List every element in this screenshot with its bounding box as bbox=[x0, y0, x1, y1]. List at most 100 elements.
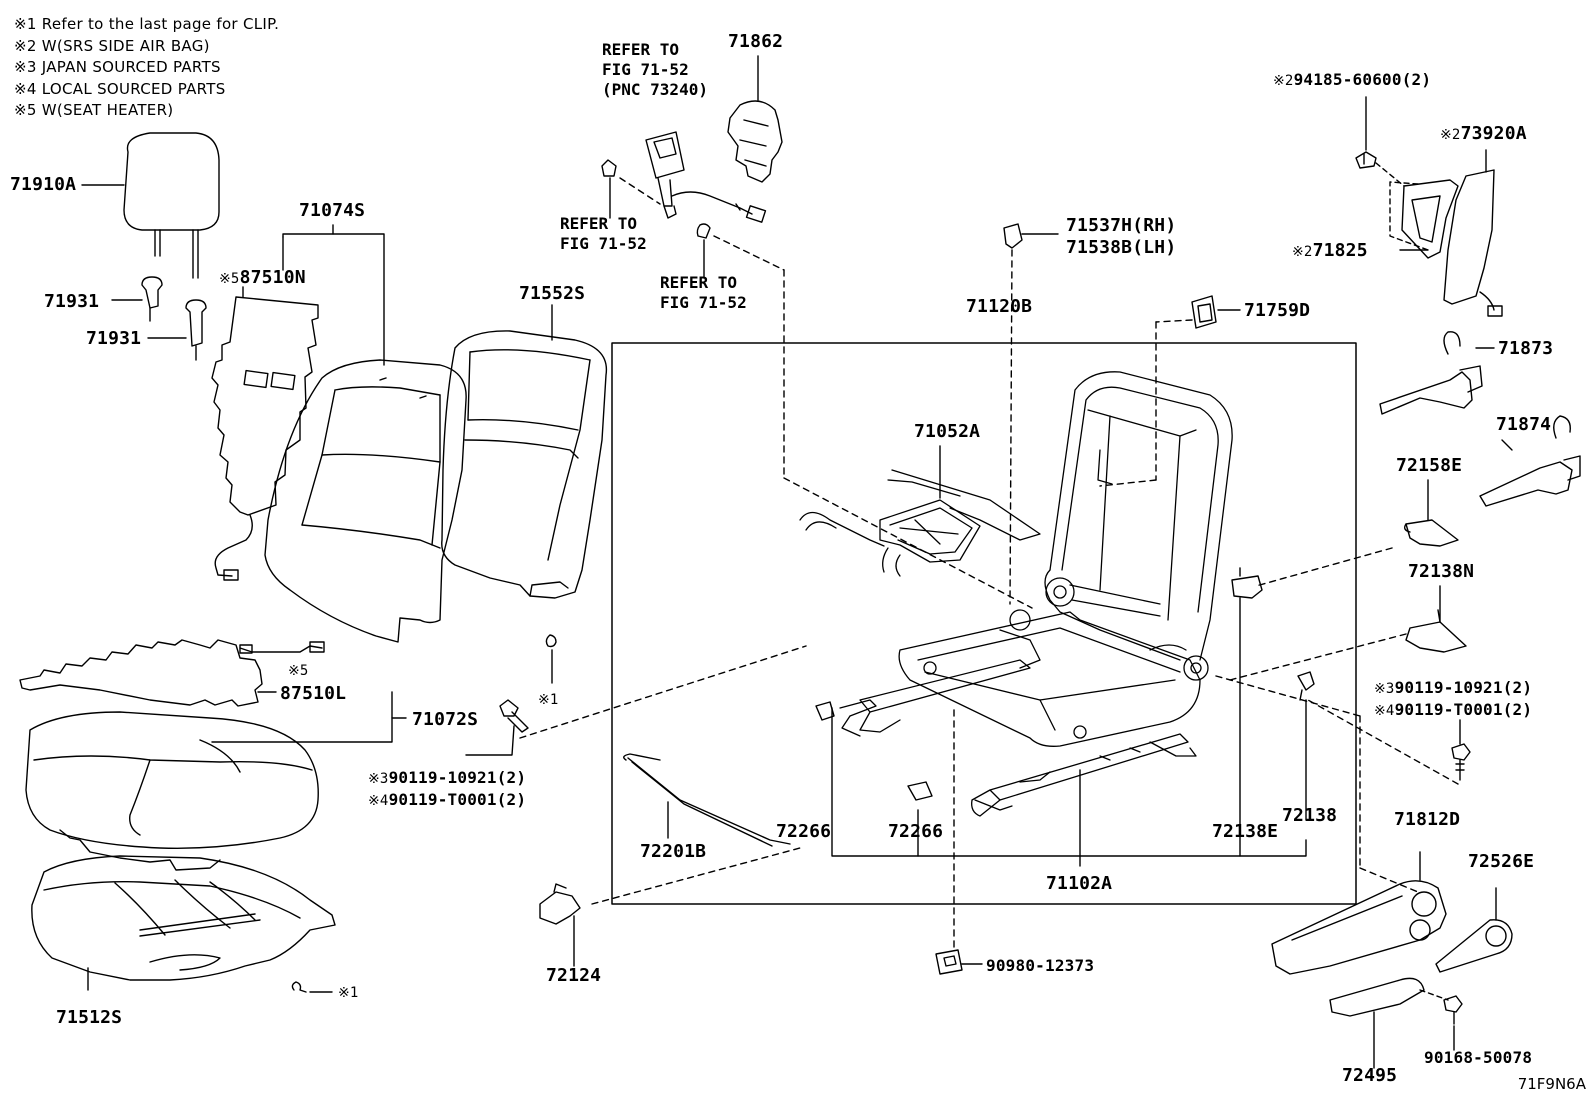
headrest-icon bbox=[124, 133, 219, 278]
seat-heater-mat-icon bbox=[212, 297, 318, 580]
footnote: ※3 JAPAN SOURCED PARTS bbox=[14, 58, 221, 76]
part-label-72138: 72138 bbox=[1282, 805, 1338, 826]
clip-icon bbox=[546, 635, 556, 647]
cap-icon bbox=[1004, 224, 1022, 248]
part-label-73920A: ※273920A bbox=[1440, 124, 1527, 145]
bolt-icon bbox=[1452, 744, 1470, 780]
part-label-71874: 71874 bbox=[1496, 414, 1552, 435]
part-label-90119-10921: ※390119-10921(2) bbox=[1374, 678, 1532, 699]
part-number: 87510N bbox=[239, 267, 306, 288]
clip-bracket-icon bbox=[1298, 672, 1314, 700]
recliner-lever-handle-icon bbox=[1436, 920, 1512, 972]
part-label-71931: 71931 bbox=[86, 328, 142, 349]
part-label-71759D: 71759D bbox=[1244, 300, 1311, 321]
part-label-72138E: 72138E bbox=[1212, 821, 1279, 842]
recliner-cover-icon bbox=[1192, 296, 1216, 328]
part-label-71072S: 71072S bbox=[412, 709, 479, 730]
part-label-72124: 72124 bbox=[546, 965, 602, 986]
bolt-icon bbox=[500, 700, 528, 732]
part-label-72138N: 72138N bbox=[1408, 561, 1475, 582]
note-mark: ※5 bbox=[219, 271, 240, 287]
clip-note-mark: ※1 bbox=[338, 985, 359, 1001]
seat-frame-icon bbox=[899, 372, 1232, 747]
refer-note-anchor: REFER TO FIG 71-52 bbox=[560, 214, 647, 253]
part-label-71931: 71931 bbox=[44, 291, 100, 312]
figure-code: 71F9N6A bbox=[1517, 1075, 1586, 1093]
part-label-71102A: 71102A bbox=[1046, 873, 1113, 894]
clip-icon bbox=[292, 982, 306, 992]
clip-note-mark: ※1 bbox=[538, 692, 559, 708]
part-label-71052A: 71052A bbox=[914, 421, 981, 442]
note-mark: ※3 bbox=[1374, 681, 1395, 697]
part-label-71825: ※271825 bbox=[1292, 241, 1368, 262]
seat-track-rail-icon bbox=[840, 660, 1196, 816]
part-label-71552S: 71552S bbox=[519, 283, 586, 304]
seatbelt-buckle-icon bbox=[646, 132, 765, 222]
note-mark: ※4 bbox=[368, 793, 389, 809]
note-mark: ※2 bbox=[1273, 73, 1294, 89]
clip-icon bbox=[908, 782, 932, 800]
part-label-90119-10921: ※390119-10921(2) bbox=[368, 768, 526, 789]
cushion-pad-icon bbox=[32, 856, 335, 980]
part-label-94185-60600: ※294185-60600(2) bbox=[1273, 70, 1431, 91]
part-label-90119-T0001: ※490119-T0001(2) bbox=[1374, 700, 1532, 721]
part-number: 90119-10921(2) bbox=[388, 768, 527, 787]
harness-bracket-icon bbox=[1380, 332, 1482, 414]
part-label-90980-12373: 90980-12373 bbox=[986, 956, 1095, 975]
note-mark: ※2 bbox=[1292, 244, 1313, 260]
part-label-72158E: 72158E bbox=[1396, 455, 1463, 476]
part-label-71873: 71873 bbox=[1498, 338, 1554, 359]
cushion-heater-mat-icon bbox=[20, 640, 324, 706]
seatback-pad-icon bbox=[442, 331, 607, 598]
refer-note-belt: REFER TO FIG 71-52 (PNC 73240) bbox=[602, 40, 708, 99]
seatback-cover-icon bbox=[265, 360, 466, 642]
side-airbag-icon bbox=[1444, 170, 1502, 316]
headrest-guide-icon bbox=[142, 277, 206, 360]
part-label-72201B: 72201B bbox=[640, 841, 707, 862]
part-number: 71825 bbox=[1312, 240, 1368, 261]
footnote: ※1 Refer to the last page for CLIP. bbox=[14, 15, 280, 33]
screw-icon bbox=[1444, 996, 1462, 1024]
clip-icon bbox=[697, 224, 710, 238]
recliner-side-cover-icon bbox=[1272, 881, 1446, 974]
cover-cap-icon bbox=[1406, 610, 1466, 652]
part-label-71512S: 71512S bbox=[56, 1007, 123, 1028]
clip-icon bbox=[816, 702, 834, 720]
part-label-72526E: 72526E bbox=[1468, 851, 1535, 872]
plug-icon bbox=[602, 160, 616, 176]
part-number: 73920A bbox=[1460, 123, 1527, 144]
refer-note-anchor: REFER TO FIG 71-52 bbox=[660, 273, 747, 312]
part-number: 90119-T0001(2) bbox=[388, 790, 527, 809]
part-label-72266: 72266 bbox=[888, 821, 944, 842]
cushion-spring-icon bbox=[800, 470, 1040, 576]
footnote: ※4 LOCAL SOURCED PARTS bbox=[14, 79, 226, 98]
note-mark: ※5 bbox=[288, 663, 309, 679]
footnotes: ※1 Refer to the last page for CLIP. ※2 W… bbox=[14, 14, 279, 122]
clip-bracket-icon bbox=[1232, 568, 1262, 598]
footnote: ※5 W(SEAT HEATER) bbox=[14, 101, 174, 119]
part-label-71074S: 71074S bbox=[299, 200, 366, 221]
note-mark: ※3 bbox=[368, 771, 389, 787]
part-label-90168-50078: 90168-50078 bbox=[1424, 1048, 1533, 1067]
nut-icon bbox=[1356, 152, 1376, 168]
part-number: 90119-10921(2) bbox=[1394, 678, 1533, 697]
part-label-87510N: ※587510N bbox=[219, 268, 306, 289]
cover-clip-icon bbox=[540, 884, 580, 924]
connector-icon bbox=[936, 950, 962, 974]
cover-cap-icon bbox=[1405, 520, 1458, 546]
part-label-71910A: 71910A bbox=[10, 174, 77, 195]
frame-assembly-box bbox=[612, 343, 1356, 904]
part-label-72266: 72266 bbox=[776, 821, 832, 842]
belt-guide-bracket-icon bbox=[728, 101, 782, 182]
part-number: 94185-60600(2) bbox=[1293, 70, 1432, 89]
airbag-bracket-icon bbox=[1402, 180, 1458, 258]
trim-cover-icon bbox=[1330, 978, 1424, 1016]
part-label-71537H: 71537H(RH) bbox=[1066, 215, 1177, 236]
release-wire-icon bbox=[624, 754, 790, 846]
part-label-71862: 71862 bbox=[728, 31, 784, 52]
part-label-71812D: 71812D bbox=[1394, 809, 1461, 830]
part-label-71538B: 71538B(LH) bbox=[1066, 237, 1177, 258]
part-number: 90119-T0001(2) bbox=[1394, 700, 1533, 719]
note-mark: ※4 bbox=[1374, 703, 1395, 719]
